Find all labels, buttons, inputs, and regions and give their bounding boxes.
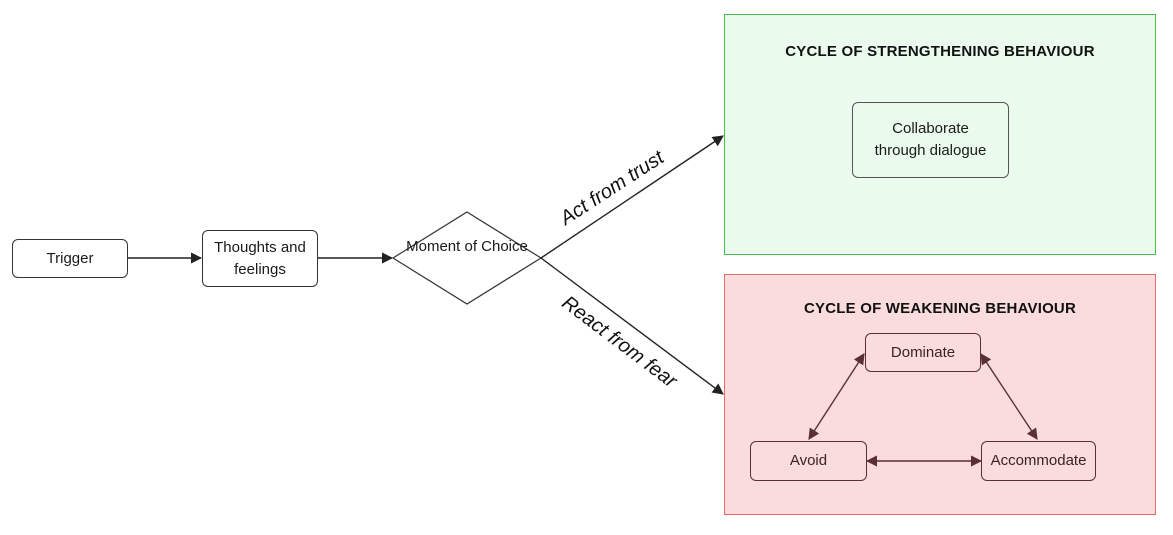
moment-of-choice-label: Moment of Choice	[406, 238, 528, 255]
accommodate-node: Accommodate	[981, 441, 1096, 481]
dominate-node: Dominate	[865, 333, 981, 372]
arrow-dominate-accommodate	[980, 353, 1038, 440]
moment-of-choice-diamond	[391, 211, 543, 305]
weakening-cycle-title: CYCLE OF WEAKENING BEHAVIOUR	[804, 300, 1076, 317]
arrow-react-from-fear	[540, 257, 724, 395]
avoid-node: Avoid	[750, 441, 867, 481]
thoughts-and-feelings-node: Thoughts and feelings	[202, 230, 318, 287]
strengthening-cycle-panel: CYCLE OF STRENGTHENING BEHAVIOUR	[724, 14, 1156, 255]
collaborate-through-dialogue-node: Collaborate through dialogue	[852, 102, 1009, 178]
arrow-act-from-trust	[540, 135, 724, 259]
arrow-dominate-avoid	[808, 353, 865, 440]
trigger-node: Trigger	[12, 239, 128, 278]
strengthening-cycle-title: CYCLE OF STRENGTHENING BEHAVIOUR	[785, 43, 1095, 60]
